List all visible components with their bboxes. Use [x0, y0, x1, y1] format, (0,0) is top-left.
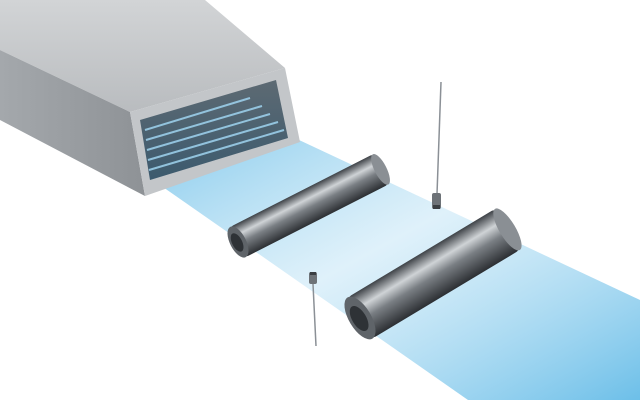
rectangular-duct [0, 0, 300, 196]
sensor-lower [309, 272, 317, 347]
roller-lower [344, 208, 522, 340]
light-beam [150, 132, 640, 400]
roller-upper [227, 153, 390, 258]
duct-inner-slats [144, 97, 285, 171]
sensor-upper [432, 81, 442, 209]
